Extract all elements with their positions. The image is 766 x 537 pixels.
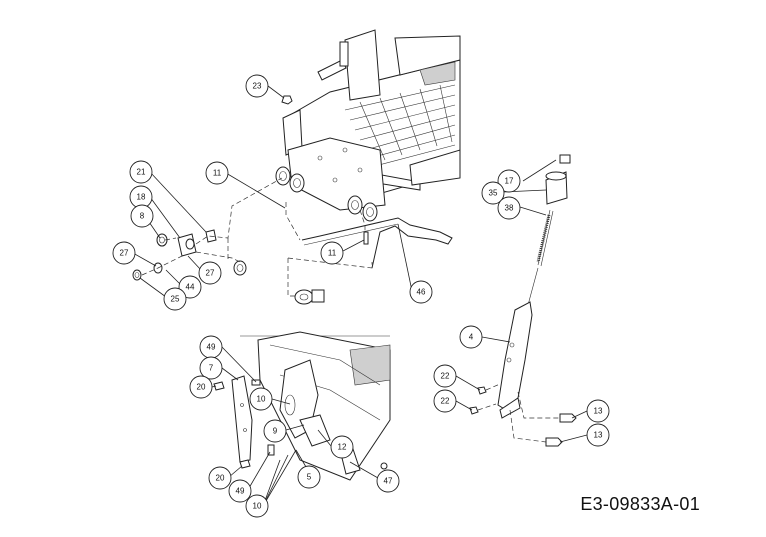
svg-text:22: 22	[441, 397, 450, 406]
callout-4: 4	[459, 325, 483, 349]
callout-20a: 20	[189, 375, 213, 399]
document-code: E3-09833A-01	[580, 494, 700, 514]
svg-text:12: 12	[338, 443, 347, 452]
callout-22a: 22	[433, 364, 457, 388]
callout-9: 9	[263, 419, 287, 443]
callout-11b: 11	[320, 241, 344, 265]
callout-27a: 27	[112, 241, 136, 265]
callout-10b: 10	[245, 494, 269, 518]
threaded-rod	[536, 214, 551, 263]
svg-text:5: 5	[307, 473, 312, 482]
callout-44: 44	[178, 275, 202, 299]
svg-text:10: 10	[253, 502, 262, 511]
svg-text:22: 22	[441, 372, 450, 381]
callout-21: 21	[129, 160, 153, 184]
control-rod	[285, 202, 453, 305]
callout-8a: 8	[130, 204, 154, 228]
callout-27b: 27	[198, 261, 222, 285]
svg-text:11: 11	[213, 169, 222, 178]
svg-text:18: 18	[137, 193, 146, 202]
svg-text:20: 20	[197, 383, 206, 392]
svg-text:4: 4	[469, 333, 474, 342]
svg-text:47: 47	[384, 477, 393, 486]
svg-text:21: 21	[137, 168, 146, 177]
svg-text:49: 49	[207, 343, 216, 352]
svg-text:38: 38	[505, 204, 514, 213]
svg-text:27: 27	[206, 269, 215, 278]
callout-38: 38	[497, 196, 521, 220]
callout-17: 17	[497, 169, 521, 193]
svg-text:25: 25	[171, 295, 180, 304]
deck-perforations	[344, 84, 456, 167]
svg-text:20: 20	[216, 474, 225, 483]
callout-7: 7	[199, 356, 223, 380]
callout-46: 46	[409, 280, 433, 304]
callout-5: 5	[297, 465, 321, 489]
svg-text:17: 17	[505, 177, 514, 186]
pivot-hardware	[132, 177, 283, 281]
callout-35: 35	[481, 181, 505, 205]
callout-11a: 11	[205, 161, 229, 185]
svg-text:44: 44	[186, 283, 195, 292]
svg-text:49: 49	[236, 487, 245, 496]
callouts: 23 11 21 18 8 27 27 44 25 11 46 17 35 38…	[112, 74, 610, 518]
callout-25: 25	[163, 287, 187, 311]
lift-handle-assembly	[469, 154, 577, 447]
svg-text:13: 13	[594, 407, 603, 416]
callout-10a: 10	[249, 387, 273, 411]
main-frame-assembly	[275, 29, 461, 222]
callout-20b: 20	[208, 466, 232, 490]
svg-text:7: 7	[209, 364, 214, 373]
svg-text:23: 23	[253, 82, 262, 91]
callout-47: 47	[376, 469, 400, 493]
callout-23: 23	[245, 74, 269, 98]
svg-text:10: 10	[257, 395, 266, 404]
svg-text:27: 27	[120, 249, 129, 258]
callout-49a: 49	[199, 335, 223, 359]
callout-49b: 49	[228, 479, 252, 503]
callout-13b: 13	[586, 423, 610, 447]
callout-12: 12	[330, 435, 354, 459]
svg-text:8: 8	[140, 212, 145, 221]
svg-text:13: 13	[594, 431, 603, 440]
svg-text:9: 9	[273, 427, 278, 436]
pedal-detail-view	[213, 331, 391, 481]
svg-text:35: 35	[489, 189, 498, 198]
svg-text:11: 11	[328, 249, 337, 258]
callout-22b: 22	[433, 389, 457, 413]
svg-text:46: 46	[417, 288, 426, 297]
callout-13a: 13	[586, 399, 610, 423]
